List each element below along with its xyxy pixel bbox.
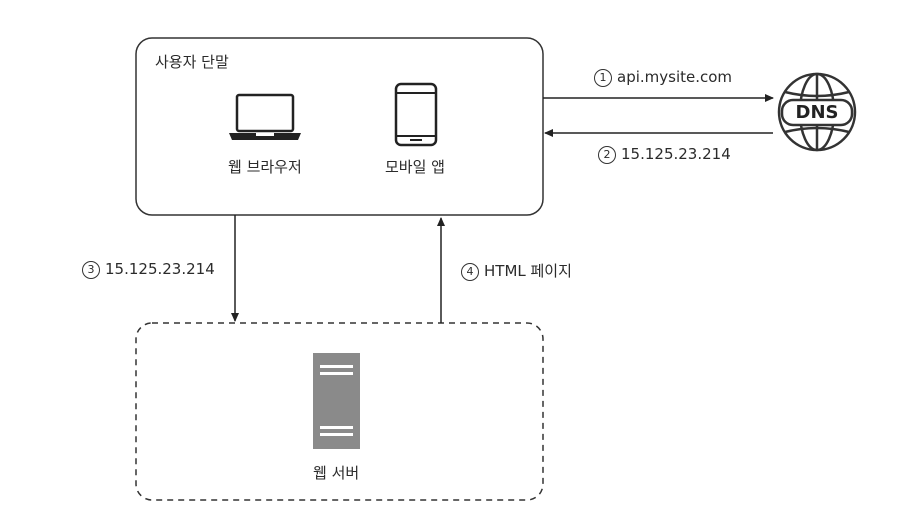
dns-label: DNS — [795, 102, 839, 123]
client-group-title: 사용자 단말 — [155, 53, 229, 71]
step-1-number: 1 — [594, 69, 612, 87]
web-server-box — [135, 322, 544, 501]
step-4-number: 4 — [461, 263, 479, 281]
step-3-text: 15.125.23.214 — [105, 260, 215, 278]
dns-globe-icon — [777, 72, 857, 152]
step-3-label: 3 15.125.23.214 — [82, 260, 215, 279]
laptop-icon — [229, 93, 301, 140]
step-2-number: 2 — [598, 146, 616, 164]
web-server-label: 웹 서버 — [313, 464, 360, 482]
step-4-label: 4 HTML 페이지 — [461, 260, 572, 281]
server-icon — [313, 353, 360, 449]
step-1-label: 1 api.mysite.com — [594, 68, 732, 87]
mobile-app-label: 모바일 앱 — [385, 158, 445, 176]
step-4-text: HTML 페이지 — [484, 262, 572, 280]
step-2-label: 2 15.125.23.214 — [598, 145, 731, 164]
step-3-number: 3 — [82, 261, 100, 279]
mobile-phone-icon — [394, 82, 438, 147]
step-2-text: 15.125.23.214 — [621, 145, 731, 163]
step-1-text: api.mysite.com — [617, 68, 733, 86]
client-group-box — [135, 37, 544, 216]
web-browser-label: 웹 브라우저 — [228, 158, 302, 176]
